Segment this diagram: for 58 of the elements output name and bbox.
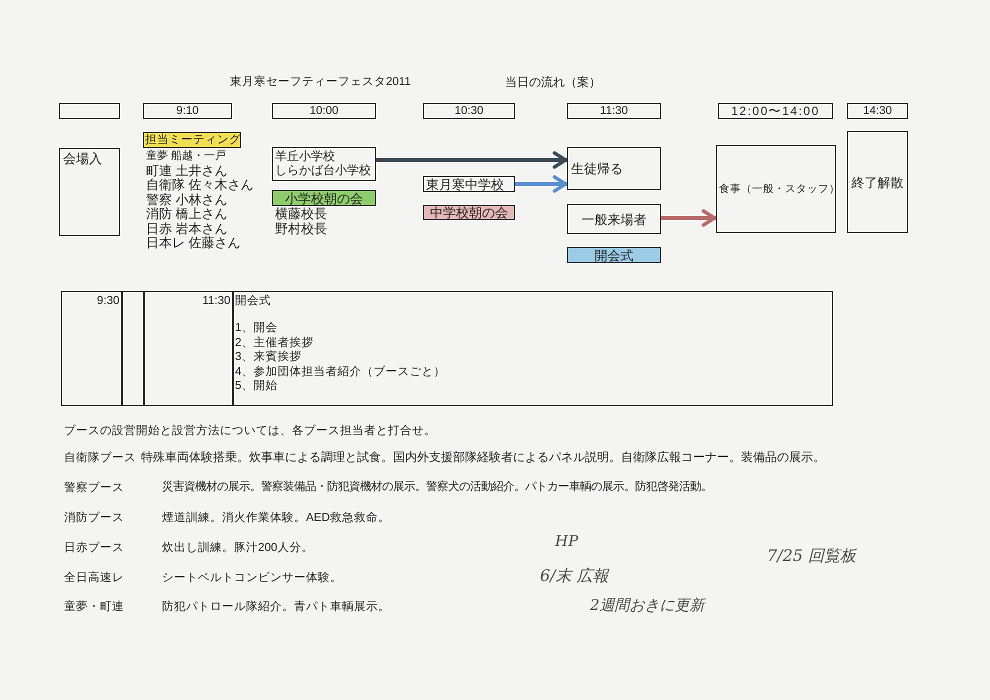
staff-name: 警察 小林さん (146, 192, 228, 206)
time-header: 14:30 (847, 103, 908, 119)
step-box: 東月寒中学校 (423, 176, 515, 192)
heading-tag: 開会式 (567, 247, 661, 263)
booth-name: 童夢・町連 (64, 600, 124, 612)
time-header: 10:00 (272, 103, 376, 119)
handwritten-note: HP (555, 532, 578, 550)
booth-name: 自衛隊ブース (64, 450, 136, 464)
staff-name: 消防 橋上さん (146, 207, 228, 221)
note-text: ブースの設営開始と設営方法については、各ブース担当者と打合せ。 (64, 424, 436, 436)
booth-description: シートベルトコンビンサー体験。 (162, 570, 342, 584)
time-header: 9:10 (143, 103, 232, 119)
title: 東月寒セーフティーフェスタ2011 (230, 74, 411, 90)
booth-description: 炊出し訓練。豚汁200人分。 (162, 540, 314, 554)
time-header: 11:30 (567, 103, 661, 119)
time-cell: 11:30 (143, 291, 234, 406)
booth-name: 消防ブース (64, 510, 124, 524)
agenda-item: 1、開会 (235, 321, 278, 335)
arrow (661, 209, 716, 227)
booth-description: 防犯パトロール隊紹介。青パト車輌展示。 (162, 600, 390, 612)
subtitle: 当日の流れ（案） (505, 76, 601, 88)
school-name: 羊丘小学校 (275, 149, 335, 163)
arrow (515, 175, 568, 193)
time-header: 12:00〜14:00 (718, 103, 833, 119)
heading-tag: 小学校朝の会 (272, 190, 376, 206)
staff-name: 自衛隊 佐々木さん (146, 178, 254, 192)
staff-name: 日本レ 佐藤さん (146, 236, 241, 250)
agenda-item: 2、主催者挨拶 (235, 336, 314, 350)
booth-name: 日赤ブース (64, 540, 124, 554)
step-box: 終了解散 (847, 131, 908, 233)
handwritten-note: 6/末 広報 (540, 566, 609, 586)
step-box: 一般来場者 (567, 204, 661, 234)
principal-name: 横藤校長 (275, 207, 327, 221)
header-box (59, 103, 120, 119)
step-box: 生徒帰る (567, 147, 661, 190)
time-cell: 9:30 (61, 291, 122, 406)
principal-name: 野村校長 (275, 222, 327, 236)
booth-name: 全日高速レ (64, 570, 124, 584)
school-name: しらかば台小学校 (275, 163, 371, 177)
heading-tag: 中学校朝の会 (423, 205, 515, 220)
agenda-item: 3、来賓挨拶 (235, 350, 302, 364)
agenda-item: 4、参加団体担当者紹介（ブースごと） (235, 364, 446, 378)
handwritten-note: 7/25 回覧板 (767, 546, 856, 566)
booth-name: 警察ブース (64, 480, 124, 494)
arrow (376, 151, 568, 169)
booth-description: 災害資機材の展示。警察装備品・防犯資機材の展示。警察犬の活動紹介。パトカー車輌の展示。防犯啓発活動。 (162, 480, 712, 494)
booth-description: 特殊車両体験搭乗。炊事車による調理と試食。国内外支援部隊経験者によるパネル説明。自衛隊広報コーナー。装備品の展示。 (141, 450, 825, 464)
staff-name: 童夢 船越・一戸 (146, 150, 226, 162)
step-box: 会場入 (59, 148, 120, 236)
step-box: 食事（一般・スタッフ） (716, 145, 836, 233)
step-box (272, 147, 376, 181)
staff-name: 町連 土井さん (146, 164, 228, 178)
staff-name: 日赤 岩本さん (146, 222, 228, 236)
agenda-heading: 開会式 (235, 294, 271, 308)
handwritten-note: 2週間おきに更新 (590, 596, 705, 614)
agenda-item: 5、開始 (235, 379, 278, 393)
booth-description: 煙道訓練。消火作業体験。AED救急救命。 (162, 510, 390, 524)
time-header: 10:30 (423, 103, 515, 119)
